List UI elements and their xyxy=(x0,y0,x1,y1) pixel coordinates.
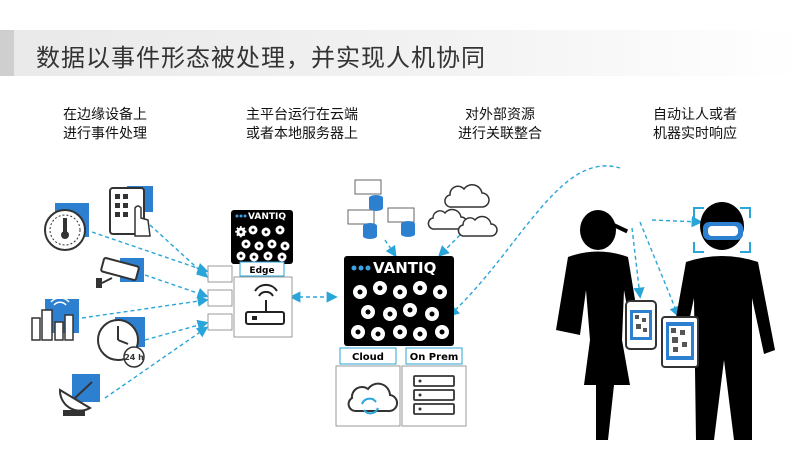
router-icon xyxy=(233,276,293,338)
caption-platform: 主平台运行在云端 或者本地服务器上 xyxy=(222,106,382,144)
caption-platform-line1: 主平台运行在云端 xyxy=(246,107,358,123)
caption-external-line1: 对外部资源 xyxy=(465,107,535,123)
security-camera-icon xyxy=(96,257,144,288)
caption-external-line2: 进行关联整合 xyxy=(458,126,542,142)
smart-city-icon xyxy=(31,297,79,341)
edge-vantiq-box: VANTIQ xyxy=(231,210,293,264)
title-bar: 数据以事件形态被处理，并实现人机协同 xyxy=(0,30,800,76)
clock-24h-label: 24 h xyxy=(124,353,144,362)
caption-edge-line1: 在边缘设备上 xyxy=(63,107,147,123)
main-brand-label: VANTIQ xyxy=(373,259,436,277)
cloud-icon xyxy=(347,382,399,415)
tablet-touch-icon xyxy=(109,186,153,237)
caption-edge: 在边缘设备上 进行事件处理 xyxy=(30,106,180,144)
satellite-dish-icon xyxy=(58,374,100,416)
caption-edge-line2: 进行事件处理 xyxy=(63,126,147,142)
edge-brand-label: VANTIQ xyxy=(248,212,286,222)
smartphone-icon xyxy=(625,300,657,350)
clock-24h-icon: 24 h xyxy=(97,317,145,368)
caption-automation: 自动让人或者 机器实时响应 xyxy=(630,106,760,144)
cloud-cluster-icon xyxy=(427,184,498,237)
database-server-icon xyxy=(347,179,415,239)
vr-headset-icon xyxy=(693,207,751,253)
caption-platform-line2: 或者本地服务器上 xyxy=(246,126,358,142)
server-rack-icon xyxy=(413,375,455,415)
cloud-deployment: Cloud xyxy=(335,347,401,427)
tablet-icon xyxy=(661,316,699,368)
edge-input-ports xyxy=(207,265,233,331)
caption-external: 对外部资源 进行关联整合 xyxy=(435,106,565,144)
title-accent xyxy=(0,30,14,76)
cloud-label: Cloud xyxy=(352,352,384,363)
person-icon xyxy=(556,210,640,440)
thermometer-gauge-icon xyxy=(44,203,89,251)
caption-automation-line2: 机器实时响应 xyxy=(653,126,737,142)
main-vantiq-box: VANTIQ xyxy=(344,256,454,346)
caption-automation-line1: 自动让人或者 xyxy=(653,107,737,123)
device-connectors xyxy=(81,165,703,399)
page-title: 数据以事件形态被处理，并实现人机协同 xyxy=(36,44,486,72)
on-prem-deployment: On Prem xyxy=(401,347,467,427)
on-prem-label: On Prem xyxy=(410,352,459,363)
edge-label: Edge xyxy=(249,266,274,276)
edge-tag: Edge xyxy=(239,261,285,277)
